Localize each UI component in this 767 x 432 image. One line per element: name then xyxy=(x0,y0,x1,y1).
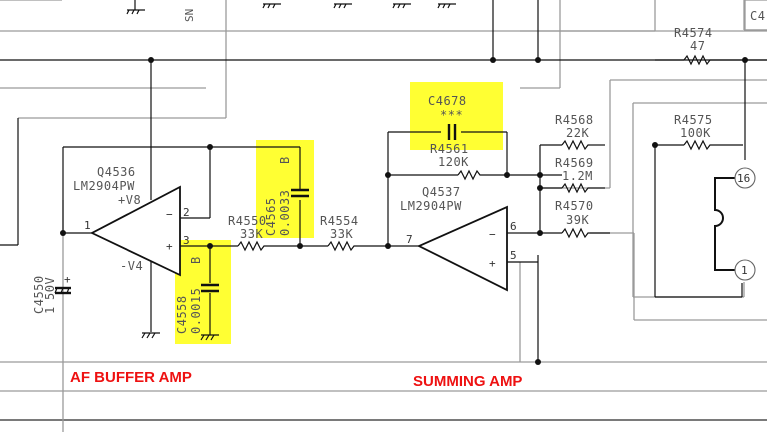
resistor-r4550-ref: R4550 xyxy=(228,214,267,228)
section-title-summing-amp: SUMMING AMP xyxy=(413,373,522,390)
resistor-r4554-ref: R4554 xyxy=(320,214,359,228)
capacitor-c4558-label: C4558 0.0015 B xyxy=(175,256,203,334)
opamp-q4536 xyxy=(89,185,181,277)
resistor-r4575 xyxy=(683,139,715,151)
resistor-r4574-ref: R4574 xyxy=(674,26,713,40)
top-right-component-box xyxy=(744,0,767,31)
capacitor-c4565-label: C4565 0.0033 B xyxy=(264,156,292,236)
capacitor-c4550-polarity: + xyxy=(64,273,71,286)
capacitor-c4565-ref: C4565 xyxy=(264,197,278,236)
connector-pin-16-label: 16 xyxy=(737,172,750,185)
capacitor-c4550-rating: 50V xyxy=(43,277,57,300)
opamp-q4536-sign-inv: − xyxy=(166,208,173,221)
capacitor-c4550 xyxy=(54,286,71,295)
capacitor-c4678-ref: C4678 xyxy=(428,94,467,108)
opamp-q4536-pin-inv: 2 xyxy=(183,206,190,219)
opamp-q4537-sign-inv: − xyxy=(489,228,496,241)
top-ground-symbols xyxy=(126,0,456,15)
resistor-r4568 xyxy=(561,139,590,151)
capacitor-symbols xyxy=(54,124,457,295)
resistor-r4575-ref: R4575 xyxy=(674,113,713,127)
capacitor-c4565 xyxy=(291,188,309,198)
capacitor-c4558-ref: C4558 xyxy=(175,295,189,334)
opamp-q4537-part: LM2904PW xyxy=(400,199,462,213)
resistor-r4561 xyxy=(457,169,484,181)
opamp-q4536-pin-noninv: 3 xyxy=(183,234,190,247)
connector-pin-1 xyxy=(734,259,756,281)
resistor-r4570-ref: R4570 xyxy=(555,199,594,213)
resistor-r4575-value: 100K xyxy=(680,126,711,140)
opamp-q4536-vminus: -V4 xyxy=(120,259,143,273)
resistor-r4550 xyxy=(237,240,270,252)
resistor-r4569-value: 1.2M xyxy=(562,169,593,183)
capacitor-c4565-grade: B xyxy=(278,156,292,164)
top-rotated-label: SN xyxy=(183,9,196,22)
opamp-q4536-ref: Q4536 xyxy=(97,165,136,179)
opamp-q4537-pin-noninv: 5 xyxy=(510,249,517,262)
junction-dots xyxy=(60,57,748,365)
opamp-q4536-part: LM2904PW xyxy=(73,179,135,193)
resistor-r4569 xyxy=(561,182,590,194)
opamp-q4536-vplus: +V8 xyxy=(118,193,141,207)
resistor-symbols xyxy=(237,54,715,252)
resistor-r4574 xyxy=(683,54,715,66)
capacitor-c4558 xyxy=(201,283,219,293)
capacitor-c4678-value: *** xyxy=(440,108,463,122)
resistor-r4554 xyxy=(327,240,358,252)
top-right-partial-label: C4 xyxy=(750,9,765,23)
resistor-r4570-value: 39K xyxy=(566,213,589,227)
opamp-q4537-pin-out: 7 xyxy=(406,233,413,246)
opamp-q4537-sign-noninv: + xyxy=(489,257,496,270)
ground-symbols xyxy=(141,332,219,341)
resistor-r4550-value: 33K xyxy=(240,227,263,241)
capacitor-c4558-value: 0.0015 xyxy=(189,288,203,334)
opamp-q4536-pin-out: 1 xyxy=(84,219,91,232)
opamp-q4537 xyxy=(416,205,508,292)
resistor-r4570 xyxy=(561,227,590,239)
capacitor-c4550-label: C4550 1 50V xyxy=(32,275,57,314)
resistor-r4561-ref: R4561 xyxy=(430,142,469,156)
resistor-r4561-value: 120K xyxy=(438,155,469,169)
capacitor-c4550-ref: C4550 xyxy=(32,275,46,314)
capacitor-c4550-value: 1 xyxy=(43,306,57,314)
connector xyxy=(714,167,756,281)
highlight-c4678 xyxy=(410,82,503,150)
connector-pin-1-label: 1 xyxy=(741,264,748,277)
resistor-r4568-value: 22K xyxy=(566,126,589,140)
resistor-r4569-ref: R4569 xyxy=(555,156,594,170)
resistor-r4554-value: 33K xyxy=(330,227,353,241)
capacitor-c4678 xyxy=(447,124,457,140)
capacitor-c4558-grade: B xyxy=(189,256,203,264)
resistor-r4568-ref: R4568 xyxy=(555,113,594,127)
wires xyxy=(0,0,767,362)
opamp-q4537-ref: Q4537 xyxy=(422,185,461,199)
opamp-q4537-pin-inv: 6 xyxy=(510,220,517,233)
section-title-af-buffer-amp: AF BUFFER AMP xyxy=(70,369,192,386)
capacitor-c4565-value: 0.0033 xyxy=(278,190,292,236)
resistor-r4574-value: 47 xyxy=(690,39,705,53)
opamp-q4536-sign-noninv: + xyxy=(166,240,173,253)
connector-pin-16 xyxy=(734,167,756,189)
